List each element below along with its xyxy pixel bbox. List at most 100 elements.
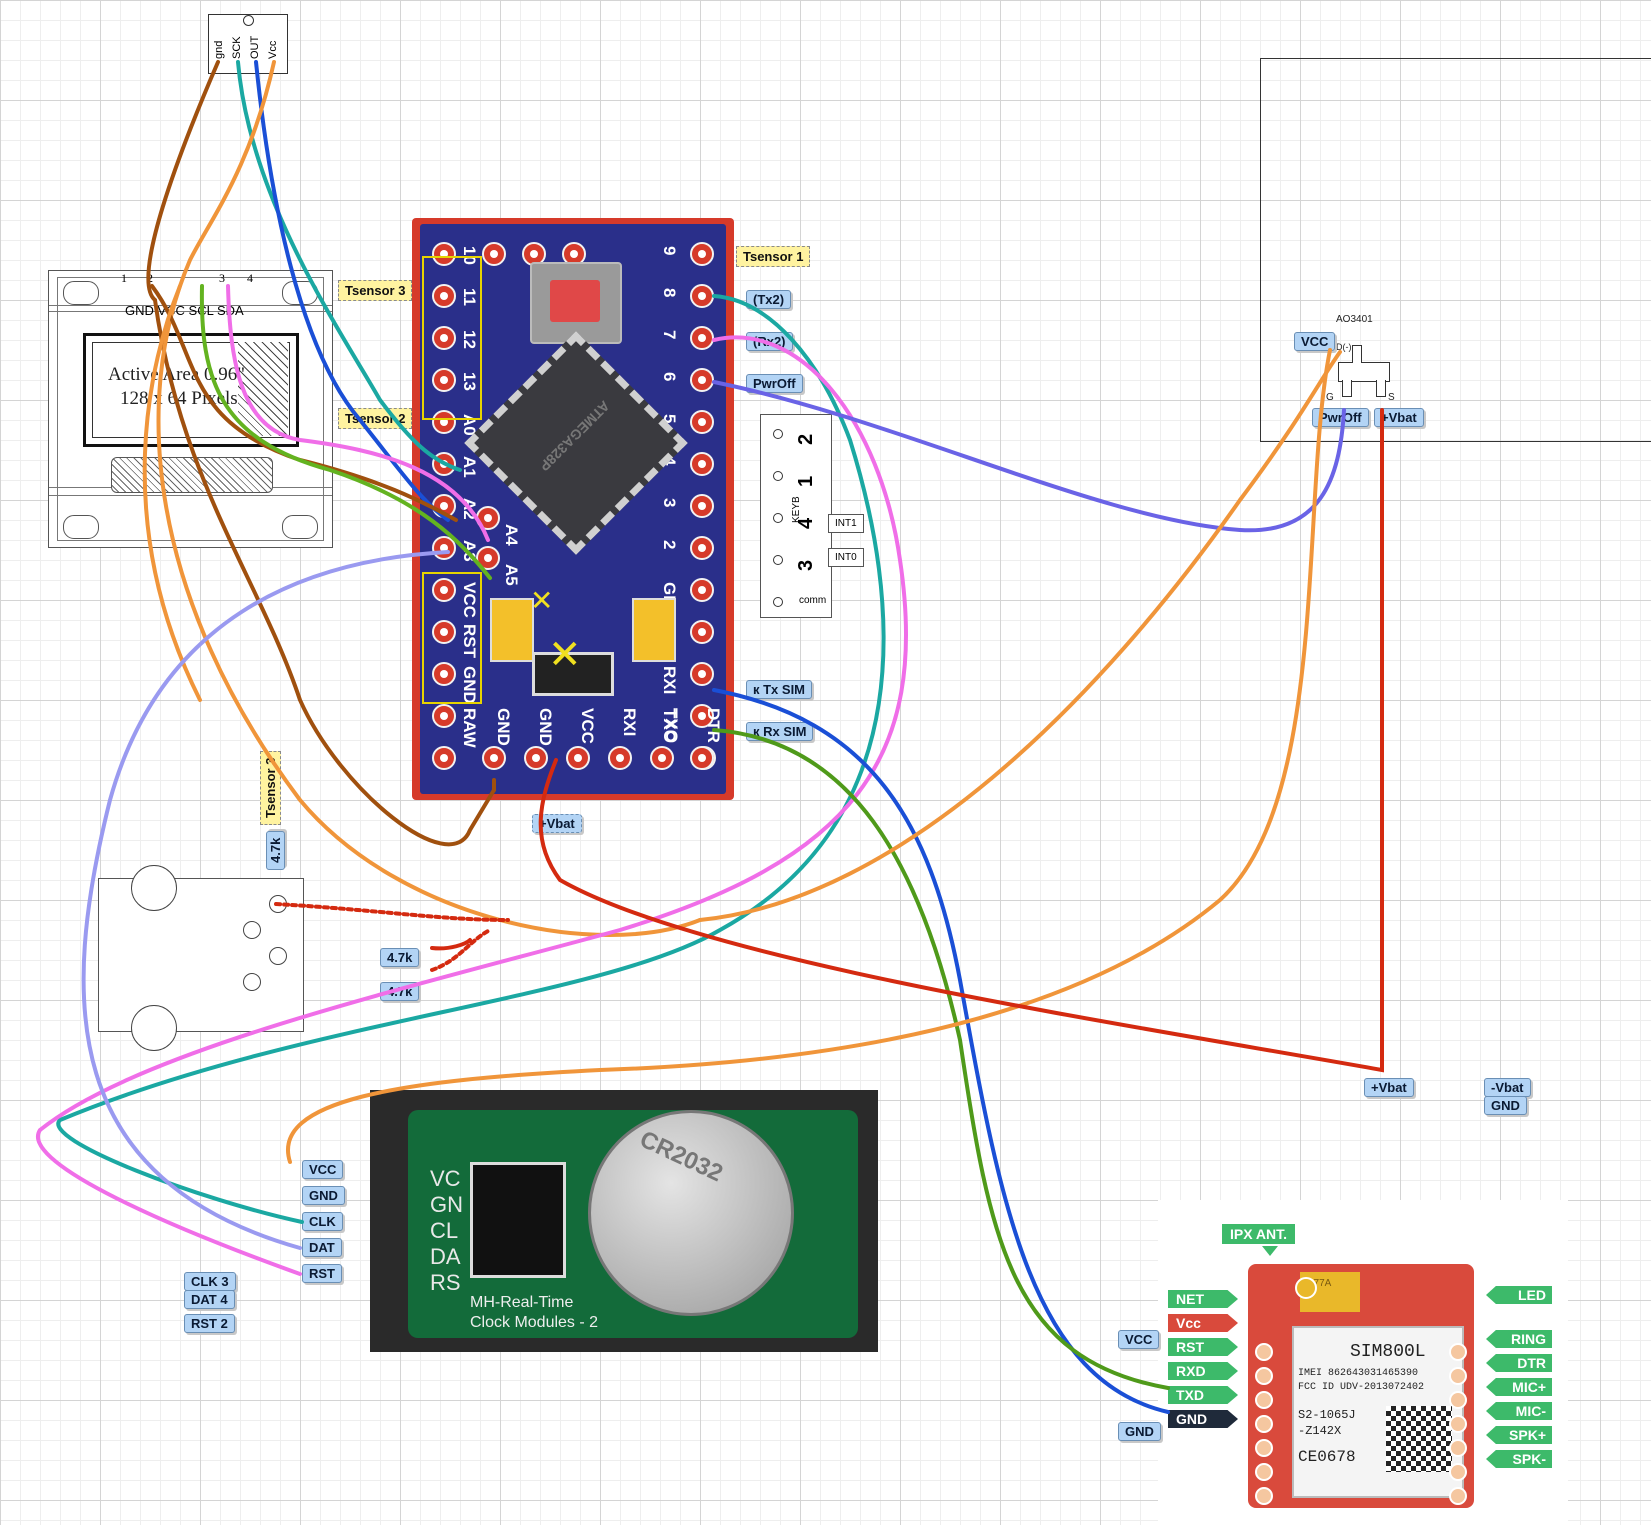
- sim-right-pin-dtr: DTR: [1486, 1354, 1552, 1372]
- mosfet-pin-icon: [1376, 380, 1386, 397]
- sim-left-pin-rst: RST: [1168, 1338, 1238, 1356]
- capacitor-icon: [632, 598, 676, 662]
- tx-sim-label: к Tx SIM: [746, 680, 813, 699]
- mosfet-vcc-tag: VCC: [1294, 332, 1336, 351]
- bottom-pin-label: TXO: [662, 708, 681, 743]
- sim-left-pin-hole: [1255, 1439, 1273, 1457]
- oled-pin-number: 3: [219, 271, 225, 285]
- rtc-board-text1: MH-Real-Time: [470, 1294, 574, 1311]
- sim-right-pin-hole: [1449, 1487, 1467, 1505]
- left-lower-pin-label: VCC: [460, 582, 479, 618]
- keyboard-pin-hole-icon: [773, 513, 783, 523]
- connector-pin-icon: [243, 973, 261, 991]
- sim-right-pin-led: LED: [1486, 1286, 1552, 1304]
- sensor-vcc-wire: [156, 60, 702, 937]
- mosfet-region-frame: [1260, 58, 1651, 442]
- sim-left-pin-hole: [1255, 1343, 1273, 1361]
- sim-left-pin-hole: [1255, 1415, 1273, 1433]
- sim-ant-arrow-icon: [1262, 1246, 1278, 1256]
- header-box-top: [422, 256, 482, 420]
- capacitor-icon: [490, 598, 534, 662]
- jumper-x-mark-icon: ✕: [548, 632, 582, 678]
- rtc-pin-clk: CLK: [302, 1212, 343, 1231]
- sim-model2: -Z142X: [1298, 1424, 1342, 1438]
- bottom-pin-label: DTR: [704, 708, 723, 743]
- sensor-gnd-wire: [146, 60, 496, 847]
- tsensor3-label: Tsensor 3: [338, 280, 413, 301]
- arduino-pwroff-wire: [712, 380, 1346, 533]
- oled-pin-number: 1: [121, 271, 127, 285]
- sim-model1: S2-1065J: [1298, 1408, 1356, 1422]
- sim-left-pin-hole: [1255, 1391, 1273, 1409]
- sim-left-pin-net: NET: [1168, 1290, 1238, 1308]
- sim-right-pin-hole: [1449, 1439, 1467, 1457]
- sim-pin-holes: [1255, 1277, 1467, 1505]
- keyboard-pin-hole-icon: [773, 597, 783, 607]
- right-pin-label: TXO: [660, 708, 679, 743]
- mosfet-pwroff-tag: PwrOff: [1312, 408, 1369, 427]
- tx2-label: (Tx2): [746, 290, 792, 309]
- sim-left-pin-hole: [1255, 1487, 1273, 1505]
- left-lower-pin-label: RAW: [460, 708, 479, 749]
- sim-left-pin-txd: TXD: [1168, 1386, 1238, 1404]
- left-pin-label: 13: [460, 372, 479, 391]
- oled-mount-hole-icon: [282, 515, 318, 539]
- tsensor1-label: Tsensor 1: [736, 246, 811, 267]
- arduino-rx2-wire: [36, 335, 909, 1276]
- oled-scl-wire: [199, 284, 492, 580]
- right-pin-label: 7: [660, 330, 679, 339]
- rtc-pin-rst: RST: [302, 1264, 342, 1283]
- left-pin-label: 11: [460, 288, 479, 306]
- left-lower-pin-label: RST: [460, 624, 479, 659]
- sensor-hole-icon: [243, 15, 254, 26]
- resistor-label-a: 4.7k: [380, 948, 420, 967]
- sim-right-pin-mic-minus: MIC-: [1486, 1402, 1552, 1420]
- left-pin-label: A3: [460, 540, 479, 562]
- rtc-rst-note: RST 2: [184, 1314, 235, 1333]
- right-pin-label: 9: [660, 246, 679, 255]
- temperature-sensor-module: gnd SCK OUT Vcc: [208, 14, 288, 74]
- rtc-module-photo: CR2032 VC GN CL DA RS MH-Real-Time Clock…: [370, 1090, 878, 1352]
- mosfet-gate-label: G: [1326, 392, 1334, 403]
- sim-gnd-tag: GND: [1118, 1422, 1161, 1441]
- mosfet-symbol-icon: [1338, 362, 1390, 382]
- rtc-board-pin: GN: [430, 1192, 463, 1217]
- battery-gnd-tag: GND: [1484, 1096, 1527, 1115]
- connector-hole-icon: [131, 865, 177, 911]
- rtc-board-pin: VC: [430, 1166, 461, 1191]
- sim-right-pin-spk-minus: SPK-: [1486, 1450, 1552, 1468]
- rtc-vcc-wire: [286, 348, 1332, 1164]
- sim-antenna-connector-icon: [1295, 1277, 1317, 1299]
- sim-left-pin-hole: [1255, 1367, 1273, 1385]
- rtc-board-text2: Clock Modules - 2: [470, 1314, 599, 1331]
- oled-pin-number: 4: [247, 271, 253, 285]
- mosfet-pin-icon: [1352, 345, 1362, 363]
- sim-imei: IMEI 862643031465390: [1298, 1368, 1419, 1379]
- int1-label: INT1: [828, 514, 864, 533]
- keyboard-pin-hole-icon: [773, 429, 783, 439]
- sim-ant-label: IPX ANT.: [1222, 1224, 1296, 1244]
- connector-pin-icon: [243, 921, 261, 939]
- resistor-dotted-wire-top: [274, 902, 510, 922]
- inner-pin-label: A4: [502, 524, 521, 546]
- rtc-dat-note: DAT 4: [184, 1290, 235, 1309]
- connector-pin-icon: [269, 947, 287, 965]
- sim-right-pin-mic-minusplus: MIC+: [1486, 1378, 1552, 1396]
- oled-vcc-wire: [142, 284, 202, 702]
- mosfet-pin-icon: [1342, 380, 1352, 397]
- vcc-mosfet-wire: [698, 350, 1342, 922]
- sensor-sck-wire: [236, 60, 462, 472]
- sim-left-pin-rxd: RXD: [1168, 1362, 1238, 1380]
- sim-left-pin-gnd: GND: [1168, 1410, 1238, 1428]
- sim-fcc: FCC ID UDV-2013072402: [1298, 1382, 1425, 1393]
- arduino-pin-holes: 10111213A0A1A2A3VCCRSTGNDRAW98765432GNDR…: [432, 242, 723, 770]
- right-pin-label: 8: [660, 288, 679, 297]
- keyboard-comm-label: comm: [799, 595, 827, 606]
- bottom-pin-label: VCC: [578, 708, 597, 744]
- mosfet-drain-label: D(-): [1336, 342, 1352, 352]
- mosfet-source-label: S: [1388, 392, 1395, 403]
- oled-mount-hole-icon: [63, 515, 99, 539]
- rtc-pin-gnd: GND: [302, 1186, 345, 1205]
- sim-board: 477A SIM800L IMEI 862643031465390 FCC ID…: [1248, 1264, 1474, 1508]
